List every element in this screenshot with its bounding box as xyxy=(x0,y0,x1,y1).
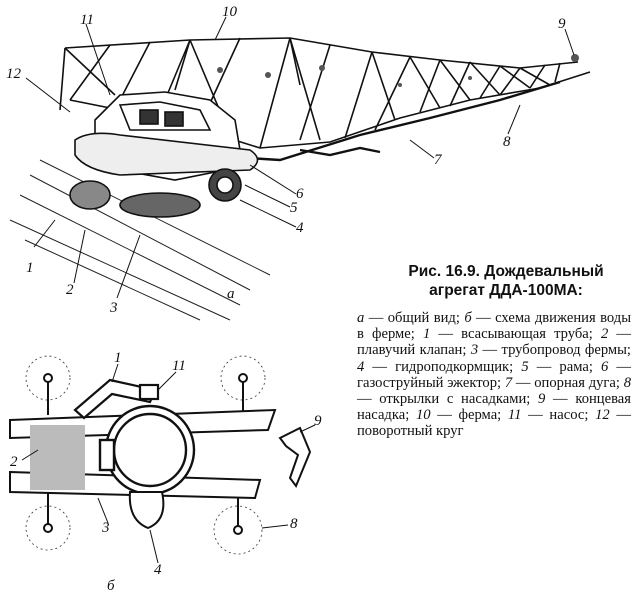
legend-text: — опорная дуга; xyxy=(512,374,624,391)
legend-key: 3 xyxy=(470,342,479,359)
ground-hatching xyxy=(9,159,271,321)
leader-lines xyxy=(25,16,575,299)
legend-text: — трубопровод фермы; xyxy=(478,342,631,359)
nozzle-sprays xyxy=(217,54,579,87)
scheme-label-b: б xyxy=(107,578,115,594)
legend-key: а xyxy=(357,310,365,326)
label-10: 10 xyxy=(222,4,238,20)
legend-text: — насос; xyxy=(521,407,596,424)
scheme-label-8: 8 xyxy=(290,516,298,532)
label-7: 7 xyxy=(434,152,443,168)
label-6: 6 xyxy=(296,186,304,202)
legend-text: — поворотный круг xyxy=(357,407,631,440)
legend-text: — гидропод­кормщик; xyxy=(364,358,522,375)
tractor-body xyxy=(69,91,259,218)
legend-text: — общий вид; xyxy=(364,310,465,326)
legend-key: 6 xyxy=(600,358,609,375)
legend-text: — всасывающая труба; xyxy=(430,326,601,343)
label-5: 5 xyxy=(290,200,298,216)
label-4: 4 xyxy=(296,220,304,236)
water-stipple xyxy=(30,425,85,490)
legend-text: — схема движения воды в ферме; xyxy=(357,310,631,343)
scheme-leaders xyxy=(21,363,316,564)
label-2: 2 xyxy=(66,282,74,298)
label-1: 1 xyxy=(26,260,34,276)
sprinkler-bursts xyxy=(25,355,266,555)
legend-text: — рама; xyxy=(528,358,601,375)
label-11: 11 xyxy=(80,12,94,28)
caption-title-line1: Рис. 16.9. Дождевальный xyxy=(408,263,604,280)
legend-text: — газоструйный эжектор; xyxy=(357,358,631,391)
figure-caption-title: Рис. 16.9. Дождевальный агрегат ДДА-100М… xyxy=(384,262,628,300)
legend-text: — концевая насадка; xyxy=(357,391,631,424)
legend-key: 9 xyxy=(538,391,546,408)
legend-key: 5 xyxy=(521,358,529,375)
legend-key: 4 xyxy=(357,358,365,375)
label-12: 12 xyxy=(6,66,22,82)
legend-text: — плавучий клапан; xyxy=(357,326,631,359)
scheme-label-11: 11 xyxy=(172,358,186,374)
hydro-feeder xyxy=(128,491,165,530)
top-figure-labels: 10 11 12 9 8 7 6 5 4 1 2 3 а xyxy=(6,4,566,316)
figure-legend: а — общий вид; б — схема движения воды в… xyxy=(357,310,631,440)
label-8: 8 xyxy=(503,134,511,150)
end-nozzle xyxy=(278,426,312,489)
legend-key: 1 xyxy=(422,326,431,343)
scheme-label-2: 2 xyxy=(10,454,18,470)
legend-key: 8 xyxy=(623,374,631,391)
legend-key: 12 xyxy=(595,407,610,424)
legend-key: 2 xyxy=(600,326,609,343)
scheme-label-3: 3 xyxy=(101,520,110,536)
label-9: 9 xyxy=(558,16,566,32)
label-3: 3 xyxy=(109,300,118,316)
legend-text: — ферма; xyxy=(430,407,508,424)
figure-flow-scheme: 1 11 2 3 4 8 9 б xyxy=(9,350,322,594)
scheme-label-1: 1 xyxy=(114,350,122,366)
suction-pipe xyxy=(73,378,160,420)
caption-title-line2: агрегат ДДА-100МА: xyxy=(429,282,583,299)
scheme-label-9: 9 xyxy=(314,413,322,429)
label-a: а xyxy=(227,286,235,302)
legend-key: 11 xyxy=(507,407,522,424)
legend-key: 10 xyxy=(415,407,431,424)
legend-text: — открылки с насадками; xyxy=(357,391,539,408)
legend-key: б xyxy=(464,310,472,326)
legend-key: 7 xyxy=(504,374,513,391)
scheme-label-4: 4 xyxy=(154,562,162,578)
